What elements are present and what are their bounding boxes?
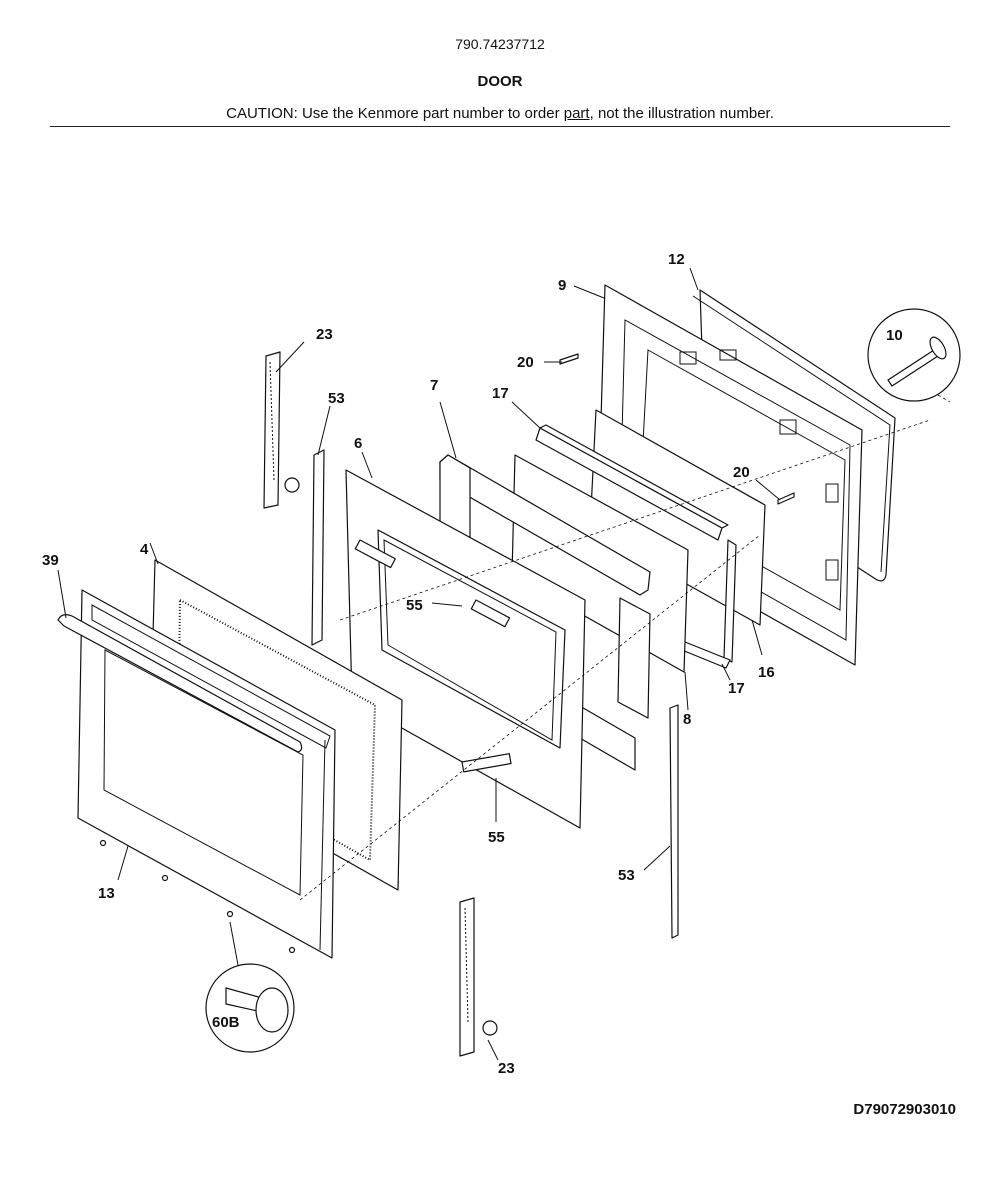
callout-13: 13 (98, 885, 115, 902)
section-title: DOOR (477, 73, 523, 90)
caution-part-link: part (563, 105, 590, 122)
caution-text-start: CAUTION: Use the Kenmore part number to … (226, 105, 564, 122)
callout-17-top: 17 (492, 385, 509, 402)
callout-8: 8 (683, 711, 691, 728)
header-divider (50, 126, 950, 127)
hinge-receiver-upper-part (354, 539, 511, 628)
door-handle-part (57, 614, 303, 753)
callout-17-bottom: 17 (728, 680, 745, 697)
callout-55-lower: 55 (488, 829, 505, 846)
caution-note: CAUTION: Use the Kenmore part number to … (0, 105, 1000, 122)
callout-7: 7 (430, 377, 438, 394)
detail-circle-60b (205, 921, 295, 1053)
callout-10: 10 (886, 327, 903, 344)
callout-20-top: 20 (517, 354, 534, 371)
caution-text-end: , not the illustration number. (589, 105, 774, 122)
detail-circle-10 (867, 308, 961, 403)
hinge-bottom-part (459, 897, 498, 1057)
callout-60b: 60B (212, 1014, 240, 1031)
outer-door-part (77, 589, 336, 959)
screws-20 (559, 353, 795, 505)
callout-55-upper: 55 (406, 597, 423, 614)
callout-4: 4 (140, 541, 149, 558)
side-channel-left-part (311, 449, 325, 646)
leader-lines (57, 267, 781, 1061)
alignment-line (339, 419, 931, 621)
drawing-id: D79072903010 (853, 1101, 956, 1118)
glass-retainer-bottom-part (681, 539, 737, 669)
door-frame-part (345, 469, 586, 829)
callout-9: 9 (558, 277, 566, 294)
callout-12: 12 (668, 251, 685, 268)
door-gasket-part (692, 289, 896, 582)
callout-16: 16 (758, 664, 775, 681)
callout-20-mid: 20 (733, 464, 750, 481)
hinge-top-part (263, 351, 300, 509)
callout-23-bottom: 23 (498, 1060, 515, 1077)
side-channel-right-part (669, 704, 679, 939)
callout-23-top: 23 (316, 326, 333, 343)
callout-6: 6 (354, 435, 362, 452)
callout-53-left: 53 (328, 390, 345, 407)
alignment-line (299, 534, 761, 901)
hinge-receiver-lower-part (461, 753, 512, 773)
door-screws (99, 839, 296, 954)
callout-39: 39 (42, 552, 59, 569)
callout-53-right: 53 (618, 867, 635, 884)
model-number: 790.74237712 (455, 36, 545, 52)
glass-retainer-top-part (535, 424, 729, 541)
